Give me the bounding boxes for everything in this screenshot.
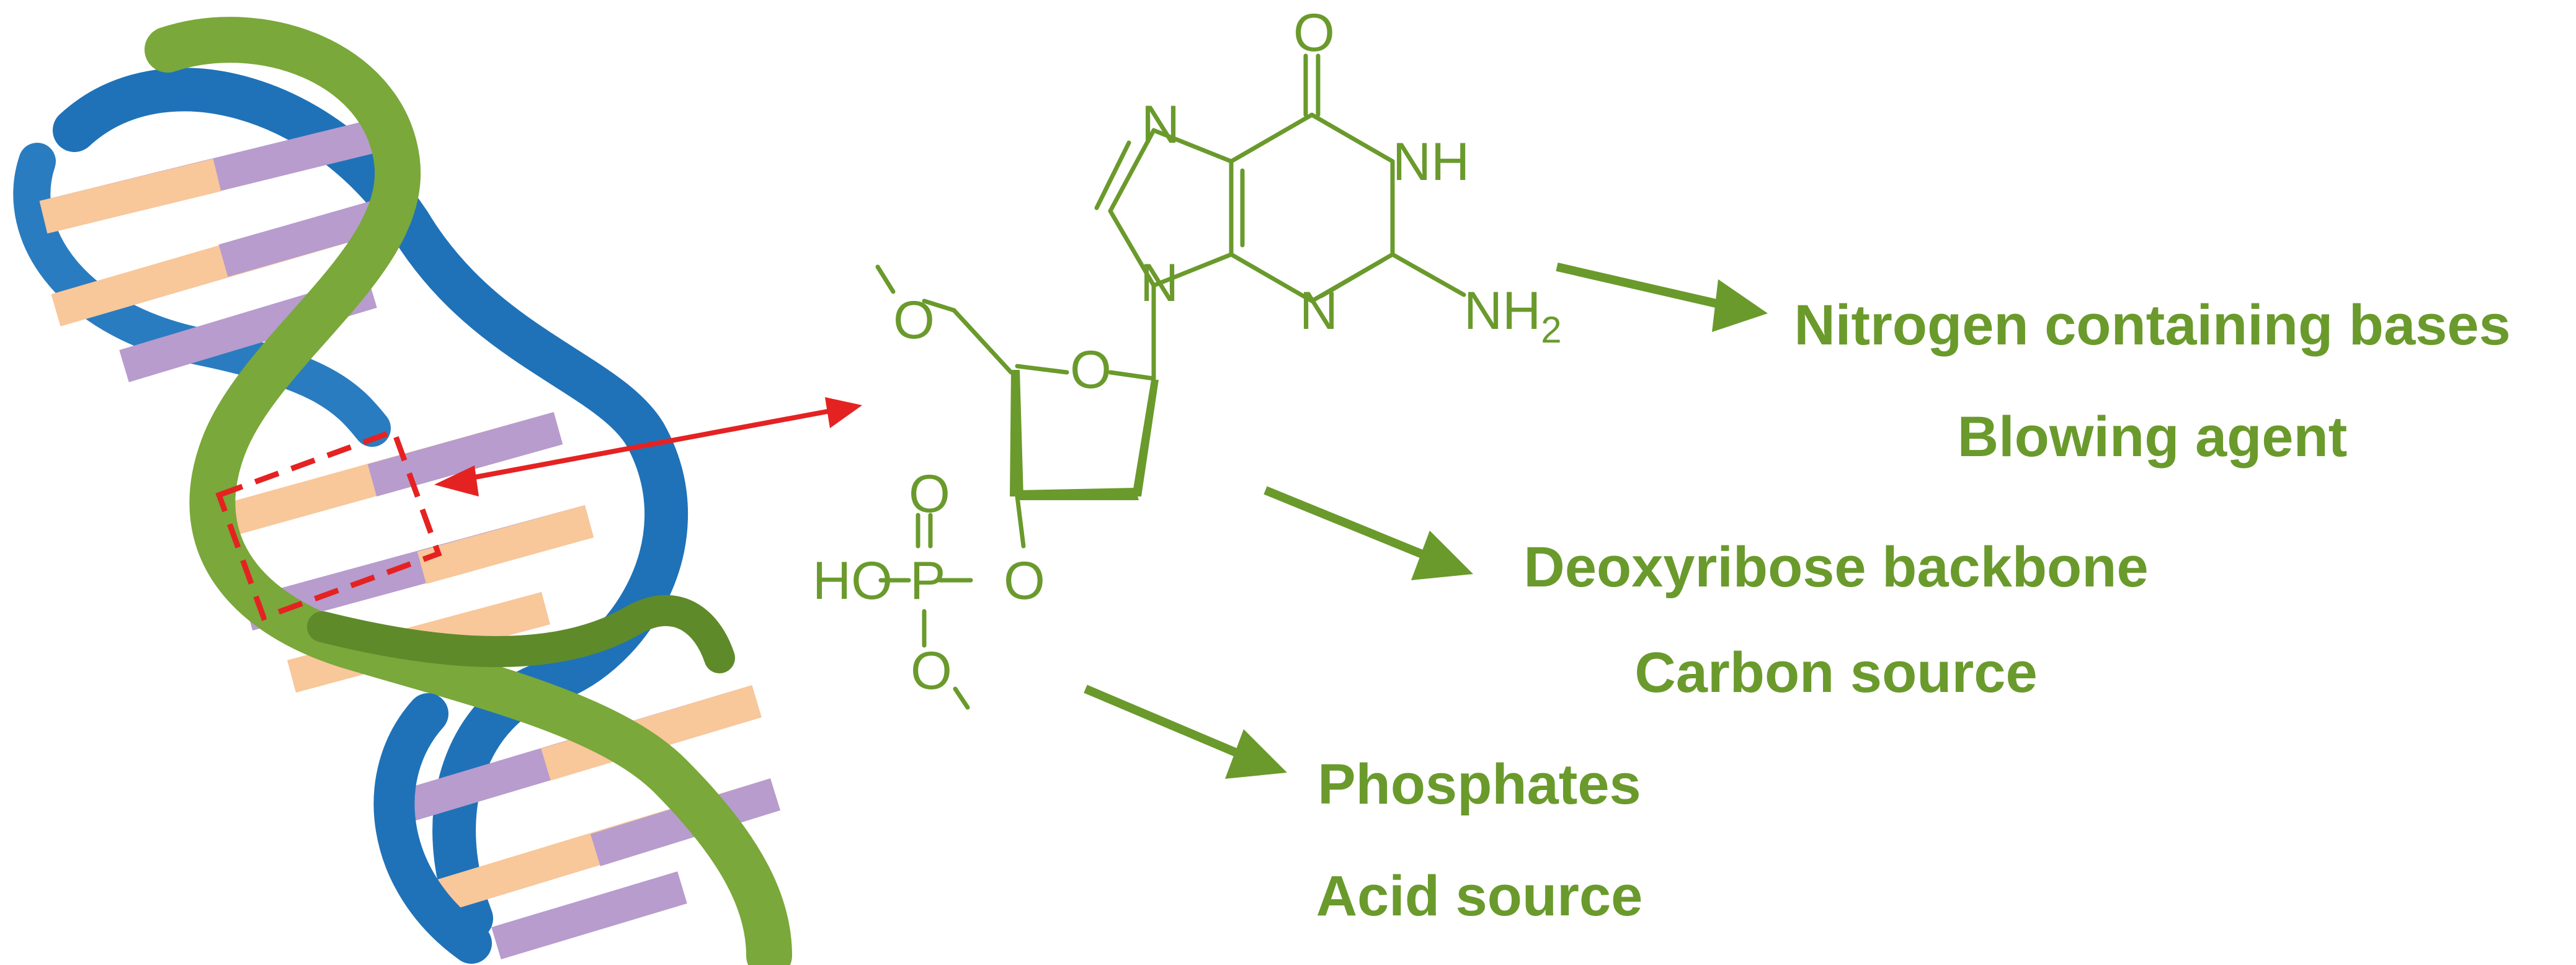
bases-arrow	[1556, 263, 1768, 332]
green-arrowhead	[1411, 531, 1473, 580]
highlight-selection	[215, 428, 442, 621]
helix-blue-strand-back	[53, 68, 689, 940]
backbone-role: Carbon source	[1634, 641, 2037, 704]
ch2-oxygen: O	[893, 290, 935, 350]
sugar-ring-oxygen: O	[1070, 340, 1112, 400]
phosphate-phosphorus: P	[910, 551, 945, 611]
phosphate-bottom-oxygen: O	[911, 641, 952, 701]
phosphate-ester-oxygen: O	[1004, 551, 1045, 611]
nucleotide-structure: O NH N N N NH2 O O O P HO O O	[813, 3, 1562, 710]
zoom-double-arrow	[434, 397, 862, 496]
phosphate-title: Phosphates	[1317, 753, 1641, 816]
helix-green-strand-shade	[307, 595, 735, 673]
red-arrowhead-right	[825, 397, 862, 428]
ring-nh: NH	[1393, 132, 1469, 192]
bases-title: Nitrogen containing bases	[1794, 294, 2510, 357]
green-arrowhead	[1225, 729, 1287, 779]
red-arrowhead-left	[434, 465, 479, 496]
highlight-dashed-box	[215, 428, 442, 621]
phosphate-arrow	[1084, 684, 1287, 779]
phosphate-role: Acid source	[1316, 864, 1643, 928]
component-labels: Nitrogen containing bases Blowing agent …	[1316, 294, 2511, 928]
helix-blue-strand-bottom	[373, 693, 492, 964]
dna-helix-illustration	[13, 17, 792, 965]
phosphate-top-oxygen: O	[909, 464, 950, 524]
base-pair-rung	[417, 505, 594, 585]
base-pair-rung	[39, 158, 221, 234]
imidazole-n-glycosidic: N	[1140, 253, 1179, 313]
green-arrowhead	[1712, 279, 1768, 332]
imidazole-n-top: N	[1141, 95, 1180, 155]
backbone-arrow	[1263, 486, 1473, 580]
carbonyl-oxygen: O	[1293, 3, 1335, 63]
base-pair-rung	[367, 411, 563, 497]
pyrimidine-n: N	[1299, 281, 1338, 341]
amine-group: NH2	[1464, 281, 1562, 351]
helix-green-strand-front	[145, 17, 792, 965]
phosphate-hydroxyl: HO	[813, 551, 893, 611]
base-pair-rung	[491, 871, 687, 959]
backbone-title: Deoxyribose backbone	[1523, 536, 2148, 599]
bases-role: Blowing agent	[1958, 405, 2348, 469]
